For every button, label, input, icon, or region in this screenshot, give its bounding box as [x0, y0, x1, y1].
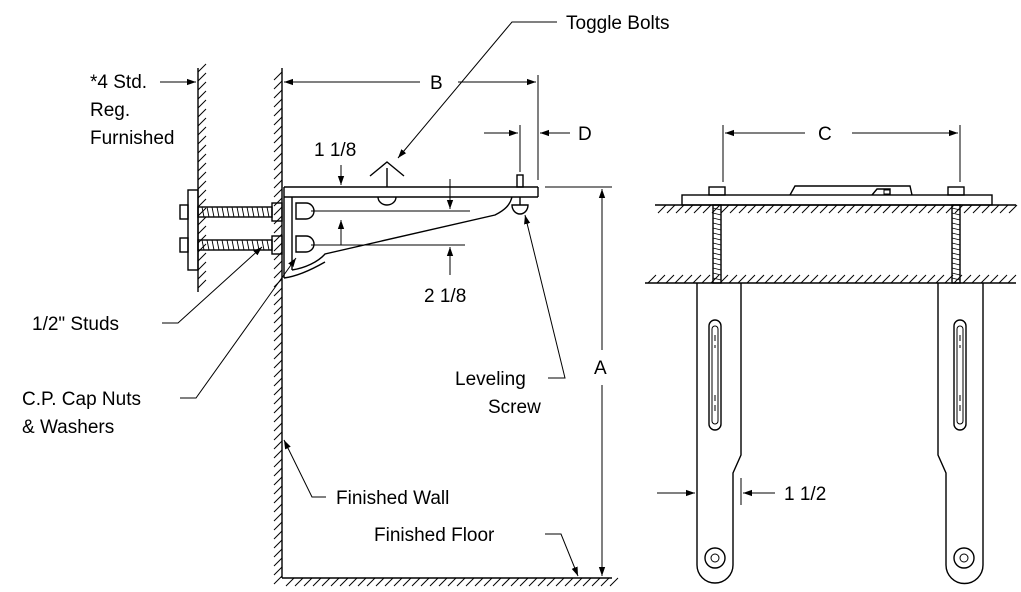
- label-cap-nuts-line1: C.P. Cap Nuts: [22, 389, 141, 410]
- label-leveling-line1: Leveling: [455, 369, 526, 390]
- label-std-line3: Furnished: [90, 128, 175, 149]
- studs-assembly: [179, 189, 283, 271]
- dimension-lines: [160, 75, 961, 576]
- label-cap-nuts-line2: & Washers: [22, 417, 114, 438]
- text-labels: Toggle Bolts *4 Std. Reg. Furnished B D …: [22, 13, 832, 546]
- label-dim-d: D: [578, 124, 592, 145]
- label-leveling-line2: Screw: [488, 397, 541, 418]
- finished-wall-section: [273, 68, 283, 585]
- label-dim-2-1-8: 2 1/8: [424, 286, 466, 307]
- label-finished-floor: Finished Floor: [374, 525, 495, 546]
- leader-lines: [162, 21, 579, 577]
- label-toggle-bolts: Toggle Bolts: [566, 13, 670, 34]
- finished-floor-line: [282, 577, 619, 587]
- bracket-side-view: [283, 161, 539, 279]
- label-dim-1-1-8: 1 1/8: [314, 140, 356, 161]
- label-dim-1-1-2: 1 1/2: [784, 484, 826, 505]
- label-std-line1: *4 Std.: [90, 72, 147, 93]
- label-dim-c: C: [818, 124, 832, 145]
- label-dim-b: B: [430, 73, 443, 94]
- label-std-line2: Reg.: [90, 100, 130, 121]
- label-dim-a: A: [594, 358, 607, 379]
- label-finished-wall: Finished Wall: [336, 488, 449, 509]
- bracket-front-view: [645, 185, 1018, 585]
- rear-wall-section: [197, 63, 207, 292]
- label-studs: 1/2" Studs: [32, 314, 119, 335]
